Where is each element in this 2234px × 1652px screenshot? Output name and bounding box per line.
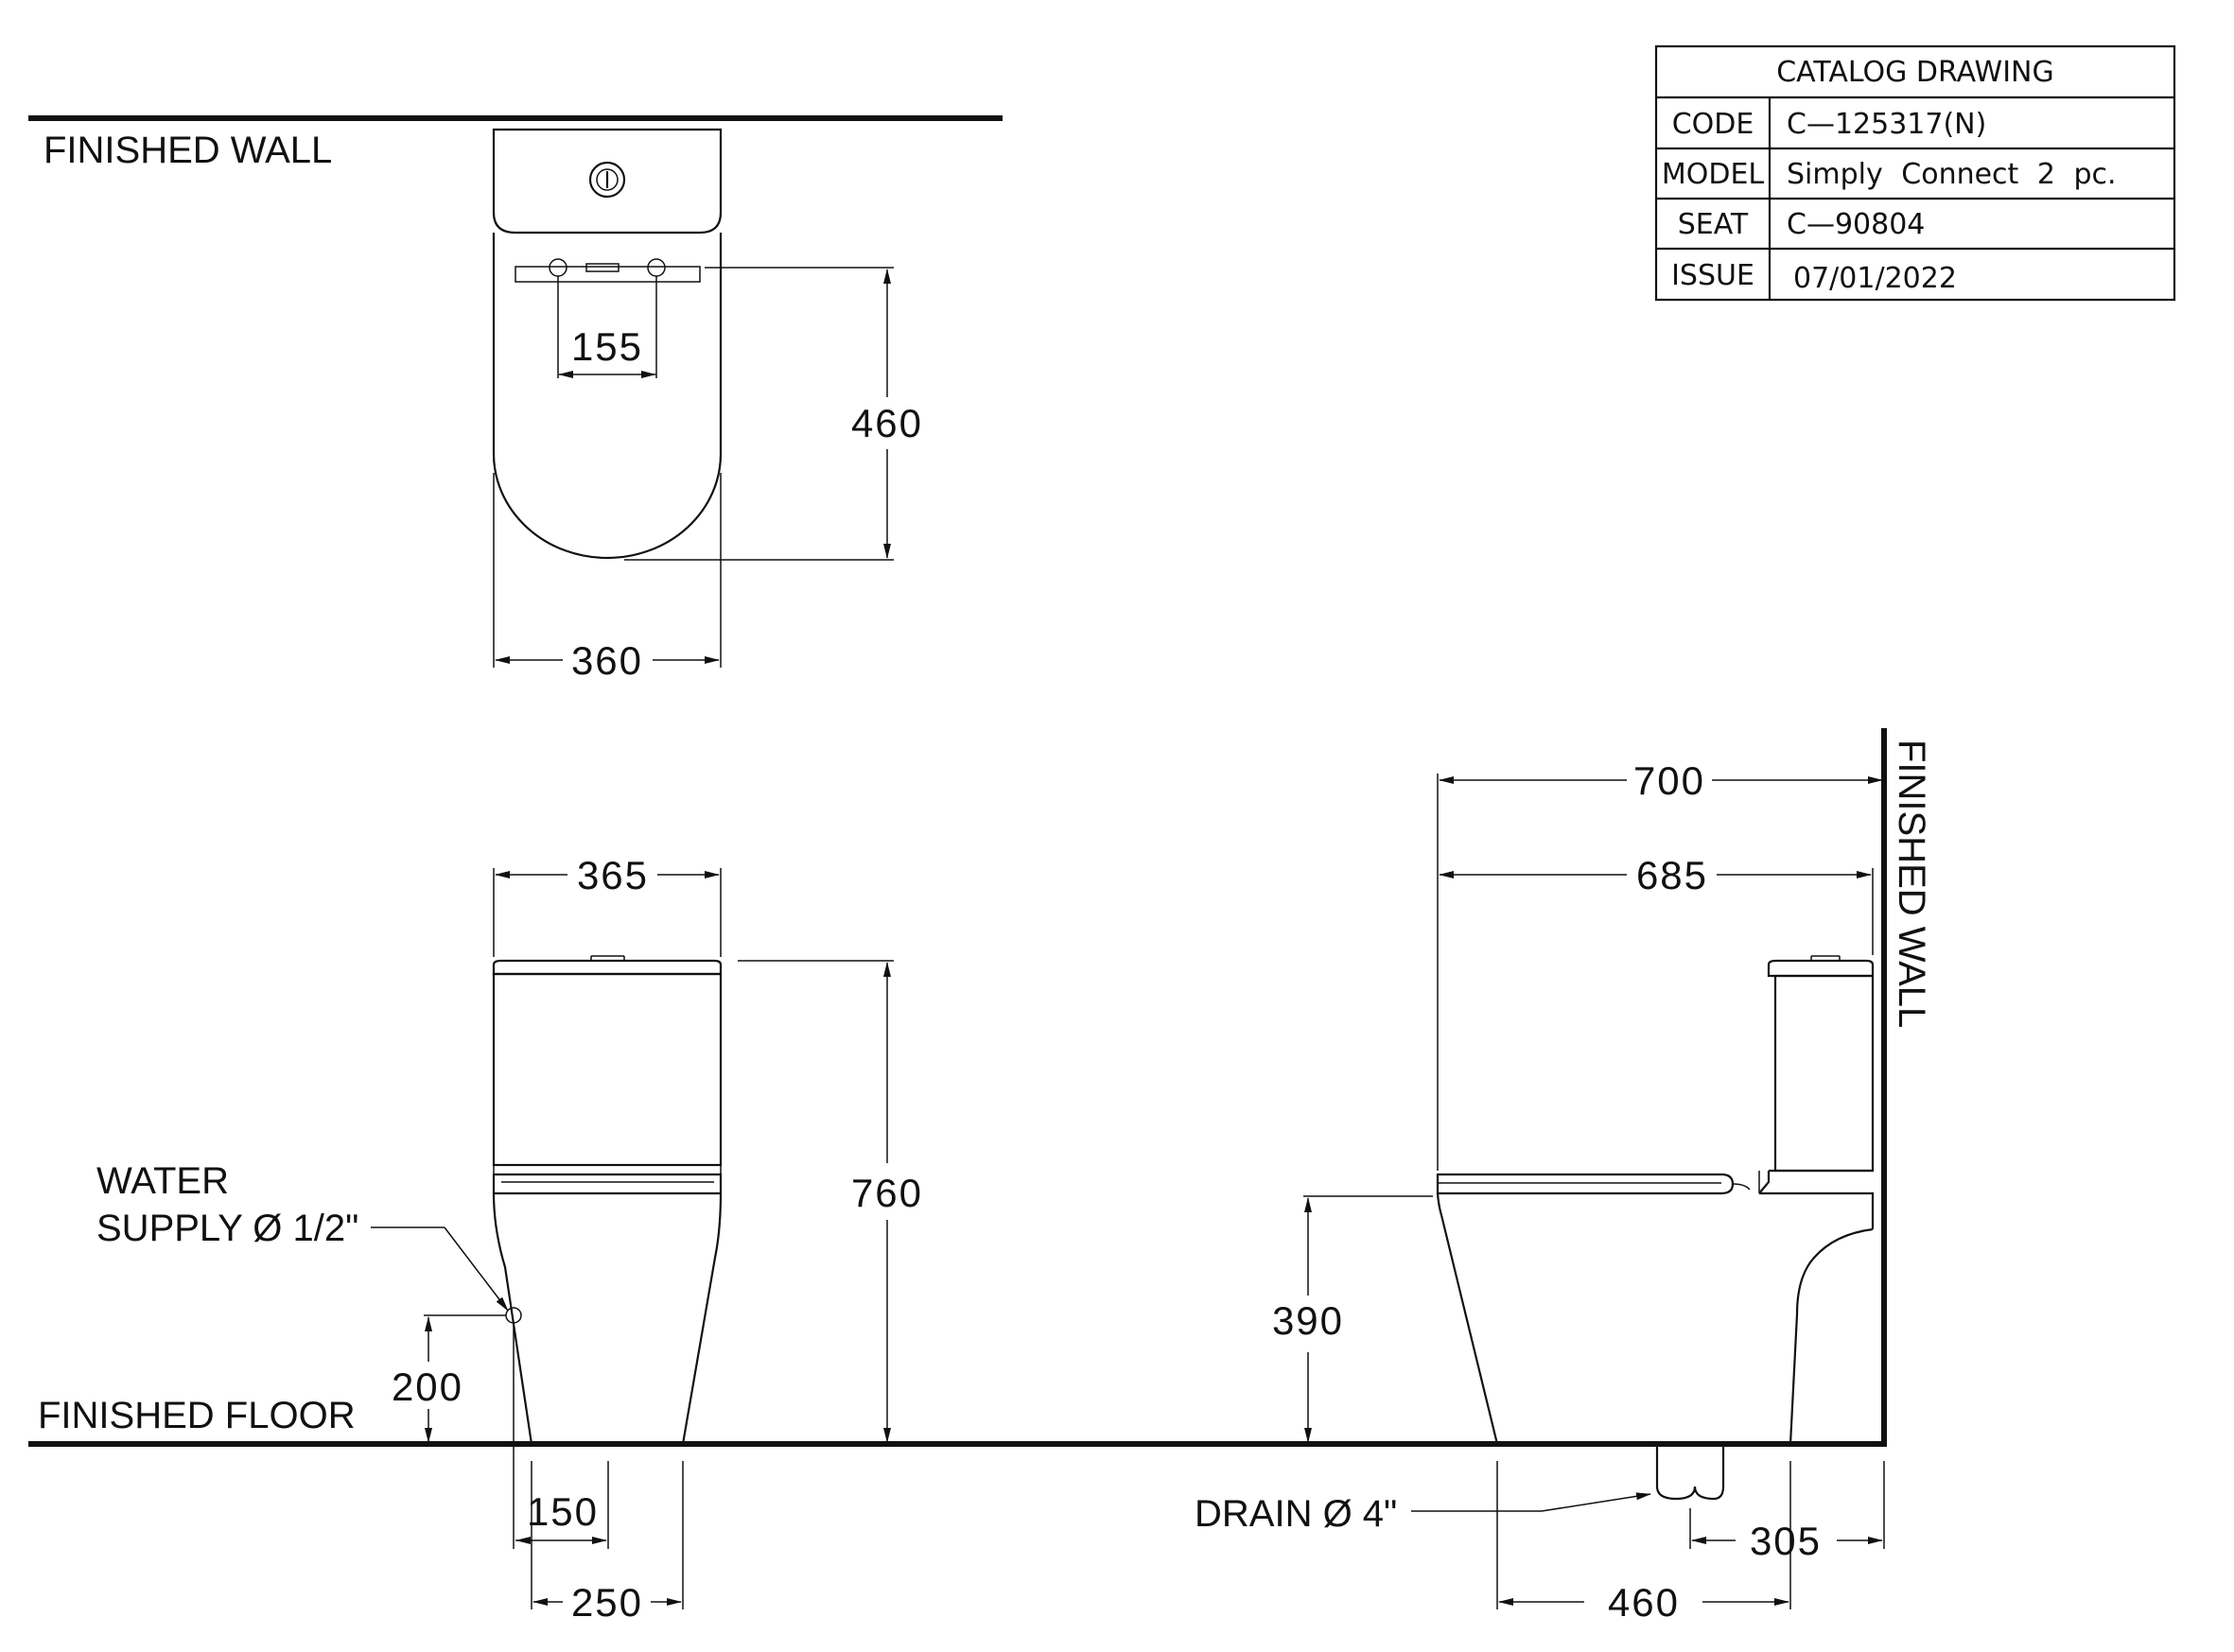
tank-body-front: [492, 972, 723, 1167]
finished-floor-label: FINISHED FLOOR: [38, 1395, 356, 1436]
dim-top-width: 360: [571, 638, 643, 683]
fixing-bracket: [515, 266, 701, 283]
title-block-code-value: C—125317(N): [1787, 108, 1986, 141]
title-block-header: CATALOG DRAWING: [1776, 56, 2054, 89]
title-block-seat-key: SEAT: [1678, 208, 1749, 241]
title-block-issue-key: ISSUE: [1671, 259, 1754, 292]
dim-base-width: 250: [571, 1580, 643, 1625]
dim-seat-height: 390: [1272, 1298, 1344, 1343]
tank-outline-top: [492, 128, 723, 235]
dim-tank-width: 365: [577, 853, 649, 897]
drain-pipe-icon: [1655, 1444, 1725, 1501]
fixing-hole-icon: [647, 258, 666, 277]
title-block-seat-value: C—90804: [1787, 208, 1925, 241]
title-block-issue-value: 07/01/2022: [1793, 262, 1957, 295]
dim-top-depth: 460: [851, 401, 923, 445]
top-view: FINISHED WALL 155 460 360: [28, 115, 1003, 683]
tank-lid-side: [1767, 959, 1875, 978]
seat-front: [492, 1173, 723, 1195]
dim-supply-height: 200: [392, 1365, 463, 1409]
title-block: CATALOG DRAWING CODE C—125317(N) MODEL S…: [1654, 44, 2176, 302]
bowl-right-front: [681, 1192, 723, 1445]
water-supply-label-1: WATER: [96, 1160, 229, 1202]
tank-lid-front: [492, 959, 723, 976]
dim-base-depth: 460: [1608, 1580, 1680, 1625]
finished-wall-label-side: FINISHED WALL: [1891, 739, 1932, 1028]
drain-label: DRAIN Ø 4": [1195, 1493, 1397, 1535]
seat-side: [1436, 1173, 1735, 1195]
bowl-left-front: [492, 1192, 533, 1445]
side-view: FINISHED WALL 700 685 39: [1195, 728, 1932, 1625]
dim-body-depth: 685: [1636, 853, 1708, 897]
front-view: FINISHED FLOOR 365 760 WATER SUPPLY Ø 1/…: [28, 853, 1887, 1625]
fixing-hole-icon: [549, 258, 567, 277]
bowl-outline-top: [492, 233, 723, 560]
bowl-front-side: [1436, 1192, 1499, 1445]
title-block-model-value: Simply Connect 2 pc.: [1787, 158, 2117, 191]
bowl-back-side: [1789, 1227, 1874, 1445]
finished-wall-label-top: FINISHED WALL: [44, 130, 332, 171]
dim-drain-to-wall: 305: [1750, 1519, 1822, 1563]
title-block-code-key: CODE: [1672, 108, 1754, 141]
title-block-model-key: MODEL: [1662, 158, 1765, 191]
tank-body-side: [1773, 974, 1875, 1173]
title-block-border: [1654, 44, 2176, 302]
dim-overall-height: 760: [851, 1171, 923, 1215]
dim-fixing-spacing: 155: [571, 324, 643, 369]
dim-overall-depth: 700: [1633, 758, 1705, 803]
dim-fixing-offset: 150: [527, 1489, 599, 1534]
water-supply-label-2: SUPPLY Ø 1/2": [96, 1208, 358, 1249]
flush-button-icon: [588, 161, 626, 199]
